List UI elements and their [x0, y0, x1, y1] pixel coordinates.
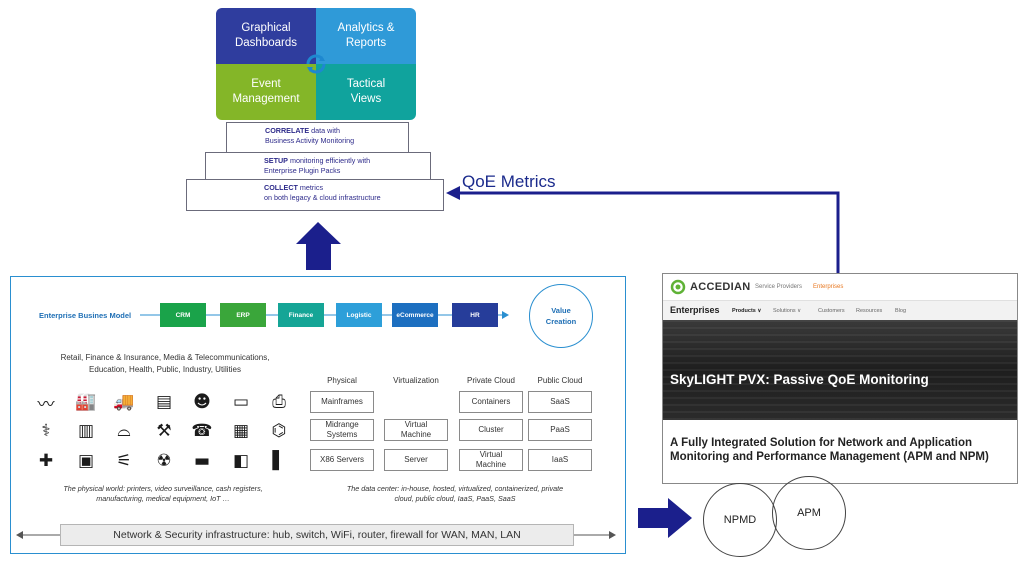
- medical-cross-icon: ✚: [38, 451, 54, 471]
- accedian-logo-icon: [670, 279, 686, 295]
- camera-icon: ◧: [232, 451, 250, 471]
- nav-brand[interactable]: Enterprises: [670, 305, 720, 315]
- site-header: ACCEDIAN Service Providers Enterprises: [663, 274, 1017, 300]
- nav-customers[interactable]: Customers: [818, 308, 845, 314]
- value-creation-circle: Value Creation: [529, 284, 593, 348]
- npmd-label: NPMD: [723, 514, 757, 526]
- qoe-metrics-label: QoE Metrics: [462, 172, 556, 191]
- column-header-physical: Physical: [327, 376, 357, 385]
- accedian-website-card: ACCEDIAN Service Providers Enterprises E…: [662, 273, 1018, 484]
- infra-cell: PaaS: [528, 419, 592, 441]
- laptop-icon: ▬: [193, 451, 211, 471]
- accedian-logo-text: ACCEDIAN: [690, 281, 751, 293]
- infra-cell: Server: [384, 449, 448, 471]
- tactical-views-label: Tactical Views: [346, 78, 386, 105]
- router-icon: ⌬: [271, 421, 287, 441]
- factory-icon: 🏭: [75, 392, 97, 412]
- nav-solutions[interactable]: Solutions ∨: [773, 308, 802, 314]
- telephone-icon: ☎: [191, 421, 213, 441]
- physical-world-caption: The physical world: printers, video surv…: [63, 484, 263, 503]
- right-arrow: [638, 498, 692, 538]
- train-icon: ▣: [77, 451, 95, 471]
- infra-cell: Virtual Machine: [459, 449, 523, 471]
- qoe-metrics-line: [458, 191, 840, 276]
- nav-blog[interactable]: Blog: [895, 308, 907, 314]
- column-header-private-cloud: Private Cloud: [466, 376, 516, 385]
- event-management-tile: Event Management: [216, 64, 316, 120]
- radiation-icon: ☢: [156, 451, 172, 471]
- column-header-public-cloud: Public Cloud: [537, 376, 583, 385]
- heartbeat-icon: 〰: [37, 394, 55, 415]
- column-header-virtualization: Virtualization: [393, 376, 439, 385]
- correlate-text: data with Business Activity Monitoring: [265, 126, 355, 145]
- server-rack-image: [663, 320, 1017, 420]
- infra-cell: Cluster: [459, 419, 523, 441]
- npmd-circle: NPMD: [703, 483, 777, 557]
- datacenter-caption: The data center: in-house, hosted, virtu…: [346, 484, 564, 503]
- product-description: A Fully Integrated Solution for Network …: [670, 437, 989, 463]
- analytics-reports-tile: Analytics & Reports: [316, 8, 416, 64]
- nav-products[interactable]: Products ∨: [732, 308, 762, 314]
- infra-cell: Midrange Systems: [310, 419, 374, 441]
- infra-cell: Containers: [459, 391, 523, 413]
- chip-hr: HR: [452, 303, 498, 327]
- network-security-bar: Network & Security infrastructure: hub, …: [60, 524, 574, 546]
- truck-icon: 🚚: [113, 392, 135, 412]
- infra-cell: Virtual Machine: [384, 419, 448, 441]
- chip-crm: CRM: [160, 303, 206, 327]
- server-icon: ▦: [232, 421, 250, 441]
- chip-ecommerce: eCommerce: [392, 303, 438, 327]
- apm-circle: APM: [772, 476, 846, 550]
- chip-finance: Finance: [278, 303, 324, 327]
- hero-banner: SkyLIGHT PVX: Passive QoE Monitoring: [663, 320, 1017, 420]
- qoe-metrics-arrowhead: [446, 186, 460, 200]
- setup-text: monitoring efficiently with Enterprise P…: [264, 156, 371, 175]
- satellite-dish-icon: ⌓: [117, 421, 131, 441]
- chip-logistic: Logistic: [336, 303, 382, 327]
- syringe-icon: ⚕: [41, 421, 51, 441]
- printer-icon: ⎙: [272, 392, 286, 412]
- cycle-arrows-icon: [306, 54, 326, 74]
- infra-cell: SaaS: [528, 391, 592, 413]
- user-icon: ☻: [193, 392, 211, 412]
- event-management-label: Event Management: [232, 78, 300, 105]
- infra-cell: Mainframes: [310, 391, 374, 413]
- crane-icon: ⚒: [156, 421, 172, 441]
- graphical-dashboards-tile: Graphical Dashboards: [216, 8, 316, 64]
- tactical-views-tile: Tactical Views: [316, 64, 416, 120]
- cash-register-icon: ▤: [155, 392, 173, 412]
- collect-text: metrics on both legacy & cloud infrastru…: [264, 183, 381, 202]
- antenna-icon: ⚟: [116, 451, 132, 471]
- setup-keyword: SETUP: [264, 156, 288, 165]
- up-arrow: [296, 222, 341, 270]
- barcode-icon: ▌: [272, 451, 286, 471]
- graphical-dashboards-label: Graphical Dashboards: [234, 22, 297, 49]
- enterprises-link[interactable]: Enterprises: [813, 284, 844, 290]
- collect-layer: COLLECT metrics on both legacy & cloud i…: [186, 179, 444, 211]
- building-icon: ▥: [77, 421, 95, 441]
- infra-cell: IaaS: [528, 449, 592, 471]
- analytics-reports-label: Analytics & Reports: [337, 22, 395, 49]
- infra-cell: X86 Servers: [310, 449, 374, 471]
- hero-title: SkyLIGHT PVX: Passive QoE Monitoring: [670, 372, 929, 387]
- correlate-keyword: CORRELATE: [265, 126, 310, 135]
- enterprise-model-label: Enterprise Busines Model: [39, 311, 132, 320]
- collect-keyword: COLLECT: [264, 183, 298, 192]
- apm-label: APM: [797, 507, 821, 519]
- site-nav: Enterprises Products ∨ Solutions ∨ Custo…: [663, 300, 1017, 320]
- chip-erp: ERP: [220, 303, 266, 327]
- credit-card-icon: ▭: [232, 392, 250, 412]
- nav-resources[interactable]: Resources: [856, 308, 883, 314]
- sectors-list: Retail, Finance & Insurance, Media & Tel…: [60, 353, 270, 374]
- service-providers-link[interactable]: Service Providers: [755, 284, 803, 290]
